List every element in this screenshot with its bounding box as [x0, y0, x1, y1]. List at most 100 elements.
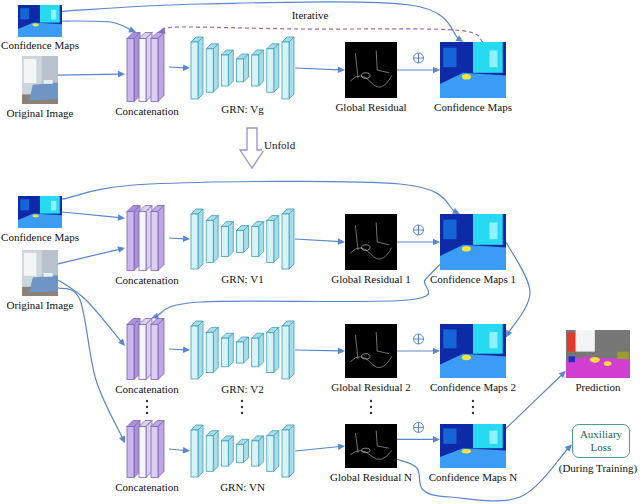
node-label: Confidence Maps N [429, 471, 518, 484]
pic-part [244, 226, 249, 253]
pic-part [191, 214, 198, 269]
pic-part [40, 196, 60, 214]
confidence-map-art [440, 324, 506, 378]
pic-part [490, 50, 498, 67]
pic-part [462, 246, 471, 252]
vertical-ellipsis [146, 400, 474, 414]
concat-block: Concatenation [125, 420, 169, 478]
pic-part [289, 321, 294, 379]
sum-cross [414, 422, 424, 432]
connector-line [58, 74, 120, 75]
node-label: GRN: VN [220, 481, 265, 494]
flow-arrow [62, 212, 125, 221]
pic-part [198, 321, 203, 379]
pic-part [213, 44, 218, 92]
node-label: Confidence Maps 1 [430, 273, 516, 286]
pic-part [440, 424, 506, 468]
pic-part [237, 444, 244, 462]
pic-part [237, 59, 244, 82]
connector-line [295, 349, 340, 351]
pic-part [151, 212, 158, 271]
pic-part [22, 250, 58, 296]
pic-part [252, 441, 259, 466]
pic-part [462, 74, 471, 80]
edge-label-holder: Iterative [260, 9, 360, 22]
arrow-head [452, 208, 460, 214]
input-image-art [22, 250, 58, 296]
connector-line [295, 239, 340, 242]
pic-part [443, 220, 456, 240]
pic-part [213, 216, 218, 263]
pic-part [440, 42, 506, 98]
pic-part [440, 448, 506, 468]
flow-arrow [62, 2, 463, 42]
arrow-head [183, 64, 190, 71]
flow-arrow [397, 67, 440, 74]
connector-line [169, 237, 185, 239]
pic-part [206, 49, 213, 92]
node-label: Global Residual 1 [331, 273, 410, 286]
note-label-holder: Unfold [262, 139, 297, 152]
pic-part [44, 80, 53, 84]
arrow-head [183, 447, 190, 454]
pic-part [237, 342, 244, 363]
pic-part [244, 337, 249, 363]
pic-part [274, 216, 279, 263]
arrow-head [118, 214, 125, 221]
connector-line [58, 249, 120, 264]
grn-network: GRN: VN [190, 424, 295, 478]
pic-part [40, 5, 60, 23]
pic-part [139, 325, 146, 380]
arrow-head [456, 35, 464, 42]
pic-part [282, 326, 289, 379]
connector-line [156, 264, 440, 316]
arrow-head [338, 443, 345, 450]
arrow-head [433, 67, 440, 74]
ellipsis-dot [241, 412, 243, 414]
pic-part [490, 222, 498, 239]
pic-part [567, 332, 575, 351]
concat-block: Concatenation [125, 205, 169, 271]
prediction-map: Prediction [566, 330, 630, 378]
node-label: Concatenation [115, 383, 179, 396]
arrow-head [565, 444, 572, 451]
pic-part [237, 231, 244, 253]
connector-line [295, 68, 340, 70]
connector-line [397, 439, 435, 440]
note-label: Unfold [262, 139, 297, 151]
pic-part [151, 427, 158, 478]
pic-part [221, 227, 228, 257]
pic-part [282, 430, 289, 477]
pic-part [462, 355, 471, 360]
pic-part [289, 209, 294, 269]
connector-line [169, 449, 185, 451]
connector-line [397, 241, 435, 242]
pic-part [127, 212, 134, 271]
flow-arrow [151, 264, 440, 319]
confidence-map-art [440, 214, 506, 270]
node-label: Concatenation [115, 105, 179, 118]
pic-part [158, 206, 164, 271]
pic-part [350, 332, 392, 367]
connector-line [397, 69, 435, 70]
iteration-arrow [158, 27, 483, 42]
confidence-map-art [440, 424, 506, 468]
flow-arrow [169, 447, 190, 454]
arrow-head [433, 239, 440, 246]
sum-circle [414, 334, 424, 344]
pic-part [566, 330, 630, 378]
concat-block-art [125, 205, 169, 271]
arrow-head [128, 26, 136, 32]
pic-part [490, 431, 498, 444]
pic-part [566, 356, 630, 378]
pic-part [228, 333, 233, 367]
flow-arrow [62, 21, 136, 33]
pic-part [228, 436, 233, 466]
flow-arrow [397, 239, 440, 246]
pic-part [267, 49, 274, 92]
node-label: Confidence Maps [1, 231, 79, 244]
confidence-map-art [440, 42, 506, 98]
pic-part [20, 8, 29, 19]
connector-line [163, 27, 483, 42]
